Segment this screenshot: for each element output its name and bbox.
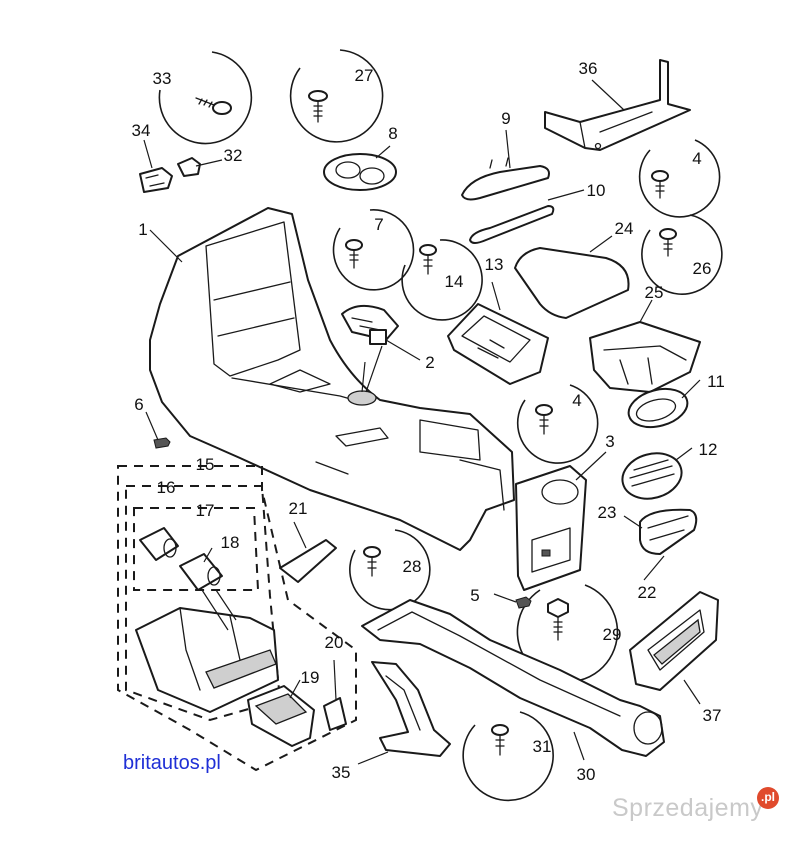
label-28: 28: [403, 557, 422, 576]
label-30: 30: [577, 765, 596, 784]
part-13-tray: [447, 303, 549, 385]
part-15-housing: [135, 607, 279, 713]
label-27: 27: [355, 66, 374, 85]
part-1-console: [149, 207, 515, 551]
screw-31: [491, 724, 509, 756]
label-9: 9: [501, 109, 510, 128]
screw-26: [659, 228, 677, 257]
source-link[interactable]: britautos.pl: [123, 752, 221, 774]
part-19-tray: [247, 685, 315, 747]
label-13: 13: [485, 255, 504, 274]
watermark-text: Sprzedajemy: [612, 794, 764, 822]
part-23-vent: [639, 508, 698, 555]
label-37: 37: [703, 706, 722, 725]
part-37-grille: [629, 591, 719, 691]
label-5: 5: [470, 586, 479, 605]
part-2-bracket: [341, 304, 399, 345]
watermark-badge: .pl: [757, 787, 779, 809]
screw-14: [419, 244, 437, 275]
label-20: 20: [325, 633, 344, 652]
label-15: 15: [196, 455, 215, 474]
screw-29: [547, 598, 569, 641]
circle-33: [158, 51, 253, 145]
label-4-mid: 4: [572, 391, 581, 410]
part-18-socket: [179, 553, 223, 591]
label-24: 24: [615, 219, 634, 238]
leader-lines: [143, 79, 701, 765]
part-5: [515, 596, 532, 609]
part-21: [279, 539, 337, 583]
circle-4-top: [638, 139, 721, 218]
screw-4-mid: [535, 404, 553, 435]
screw-27: [308, 90, 328, 123]
part-36-bracket: [544, 59, 691, 151]
kit-outlines: [117, 465, 357, 772]
part-35-duct: [371, 661, 451, 757]
label-3: 3: [605, 432, 614, 451]
circle-7: [332, 209, 415, 291]
label-29: 29: [603, 625, 622, 644]
part-11-vent: [627, 387, 689, 429]
label-25: 25: [645, 283, 664, 302]
label-17: 17: [196, 501, 215, 520]
label-19: 19: [301, 668, 320, 687]
label-7: 7: [374, 215, 383, 234]
label-35: 35: [332, 763, 351, 782]
label-31: 31: [533, 737, 552, 756]
circle-31: [462, 711, 554, 802]
label-22: 22: [638, 583, 657, 602]
circle-27: [289, 49, 384, 143]
label-1: 1: [138, 220, 147, 239]
parts-9-10-strips: [461, 157, 555, 244]
label-23: 23: [598, 503, 617, 522]
part-12-vent: [621, 452, 683, 500]
label-36: 36: [579, 59, 598, 78]
circle-26: [641, 214, 723, 295]
label-2: 2: [425, 353, 434, 372]
label-33: 33: [153, 69, 172, 88]
label-6: 6: [134, 395, 143, 414]
label-34: 34: [132, 121, 151, 140]
part-8-trim: [323, 153, 397, 191]
screw-28: [363, 546, 381, 577]
label-14: 14: [445, 272, 464, 291]
part-24-pad: [514, 247, 630, 319]
screws: [195, 90, 677, 756]
part-labels: 1 2 3 4 4 5 6 7 8 9 10 11 12 13 14 15 16…: [132, 59, 725, 784]
label-10: 10: [587, 181, 606, 200]
circle-4-mid: [516, 384, 599, 464]
part-30-duct: [361, 599, 665, 757]
screw-4-top: [651, 170, 669, 199]
label-21: 21: [289, 499, 308, 518]
label-18: 18: [221, 533, 240, 552]
label-4-top: 4: [692, 149, 701, 168]
screw-7: [345, 239, 363, 269]
part-25-duct: [589, 321, 701, 393]
label-12: 12: [699, 440, 718, 459]
label-11: 11: [707, 372, 725, 391]
clips-34-32: [139, 157, 201, 193]
part-17-socket: [139, 527, 179, 561]
label-16: 16: [157, 478, 176, 497]
circle-14: [401, 239, 483, 321]
label-32: 32: [224, 146, 243, 165]
label-26: 26: [693, 259, 712, 278]
part-3-panel: [515, 465, 587, 591]
part-6: [153, 437, 171, 449]
part-20: [323, 697, 347, 731]
screw-33: [195, 97, 232, 115]
label-8: 8: [388, 124, 397, 143]
